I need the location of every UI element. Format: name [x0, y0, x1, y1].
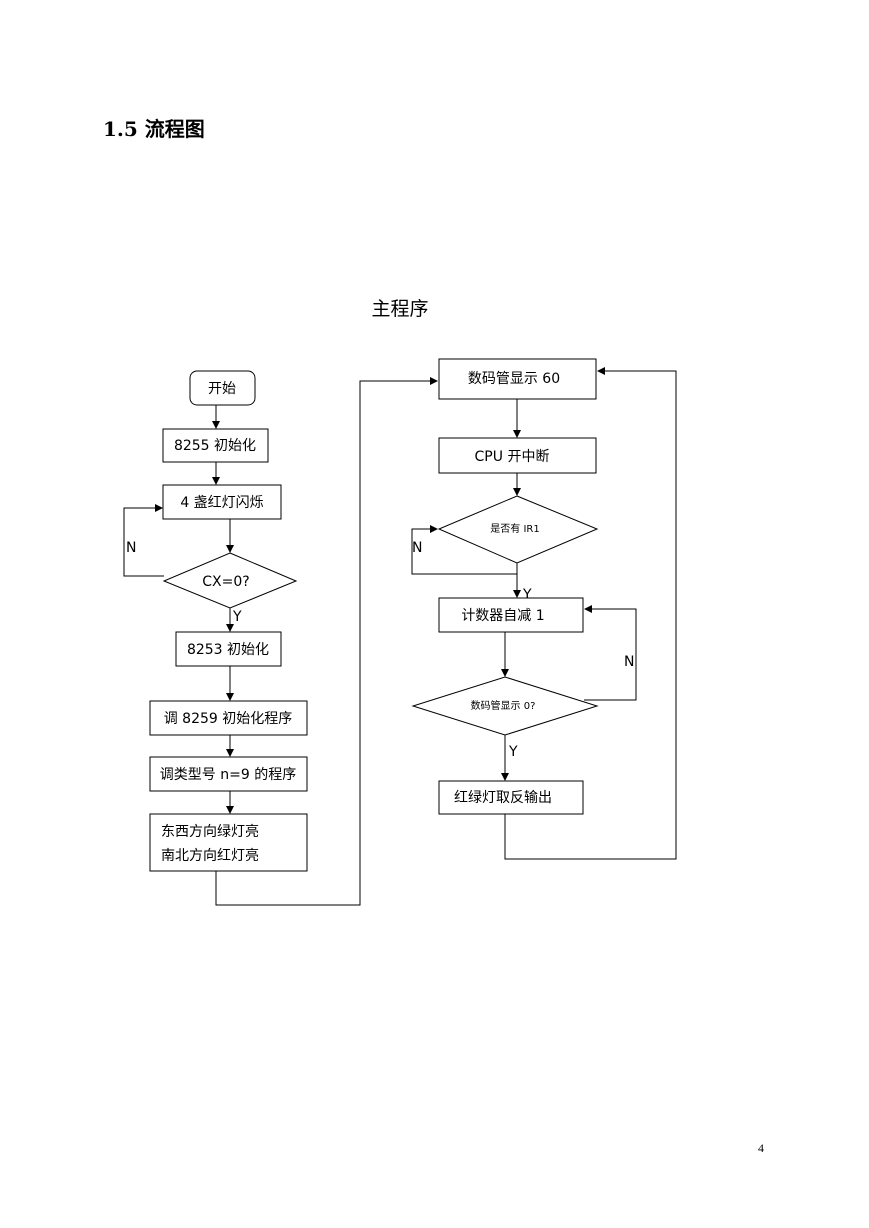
toggle-box	[438, 780, 584, 815]
counter-box	[438, 597, 584, 633]
call-type-box	[149, 756, 308, 792]
cpu-label: CPU 开中断	[475, 449, 550, 465]
zero-y-label: Y	[508, 744, 518, 760]
flowchart-title: 主程序	[371, 298, 428, 320]
direction-box	[149, 813, 308, 872]
cx-label: CX=0?	[202, 574, 249, 590]
init-8255-label: 8255 初始化	[174, 437, 256, 454]
direction-line-2: 南北方向红灯亮	[161, 847, 259, 864]
flash-label: 4 盏红灯闪烁	[180, 495, 263, 511]
display-60-box	[438, 358, 597, 400]
ir1-label: 是否有 IR1	[490, 522, 539, 535]
cpu-box	[438, 437, 597, 474]
call-8259-box	[149, 700, 308, 736]
start-label: 开始	[208, 381, 236, 397]
section-heading: 1.5 流程图	[103, 117, 205, 141]
cx-y-label: Y	[232, 609, 242, 625]
call-type-label: 调类型号 n=9 的程序	[160, 767, 296, 783]
zero-label: 数码管显示 0?	[471, 699, 536, 712]
call-8259-label: 调 8259 初始化程序	[164, 710, 293, 727]
arrow-loop-back	[504, 367, 677, 860]
start-node	[189, 370, 256, 406]
arrow-ir1-no-loop	[411, 525, 517, 575]
counter-label: 计数器自减 1	[461, 608, 544, 624]
zero-n-label: N	[624, 654, 634, 670]
init-8253-box	[175, 631, 282, 667]
ir1-y-label: Y	[522, 587, 532, 603]
flash-box	[162, 484, 282, 520]
toggle-label: 红绿灯取反输出	[454, 790, 552, 806]
direction-line-1: 东西方向绿灯亮	[161, 823, 259, 840]
arrow-cx-no-loop	[123, 504, 164, 577]
cx-n-label: N	[126, 540, 136, 556]
init-8253-label: 8253 初始化	[187, 641, 269, 658]
ir1-n-label: N	[412, 540, 422, 556]
page-number: 4	[758, 1141, 764, 1155]
arrow-left-to-right	[215, 377, 438, 906]
display-60-label: 数码管显示 60	[468, 371, 560, 387]
arrow-zero-no-loop	[584, 605, 637, 701]
